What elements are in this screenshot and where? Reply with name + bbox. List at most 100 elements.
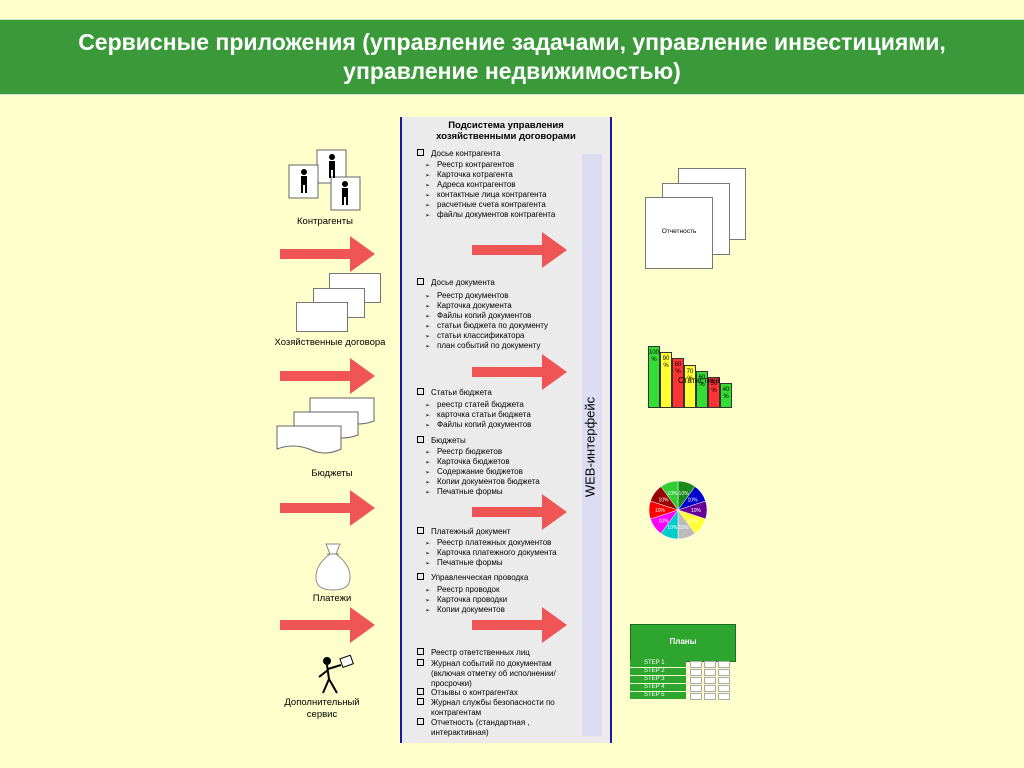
stat-bar: 60 % [696, 371, 708, 408]
plan-step-cell [704, 661, 716, 668]
bullet-arrow-icon: ➢ [425, 413, 431, 419]
section-title: Досье контрагента [431, 149, 501, 158]
list-item: ➢Адреса контрагентов [425, 180, 516, 189]
bullet-arrow-icon: ➢ [425, 588, 431, 594]
checkbox-icon [417, 149, 424, 156]
plan-step: STEP 4 [630, 684, 686, 691]
plan-step-cell [704, 693, 716, 700]
bullet-arrow-icon: ➢ [425, 304, 431, 310]
bullet-arrow-icon: ➢ [425, 294, 431, 300]
plan-step-cell [718, 677, 730, 684]
plan-step-cell [718, 685, 730, 692]
bullet-arrow-icon: ➢ [425, 403, 431, 409]
list-item: ➢Копии документов [425, 605, 505, 614]
panel-title-line1: Подсистема управления [448, 120, 564, 131]
checkbox-icon [417, 698, 424, 705]
pie-slice-label: 10% [658, 497, 669, 503]
flow-arrow-icon [472, 232, 567, 268]
pie-slice-label: 10% [679, 525, 690, 531]
checkbox-icon [417, 688, 424, 695]
plan-step-cell [704, 677, 716, 684]
list-item: ➢Файлы копий документов [425, 311, 532, 320]
checkbox-icon [417, 659, 424, 666]
report-label: Отчетность [661, 228, 697, 235]
bottom-item-journal-line3: просрочки) [431, 679, 472, 688]
budget-pages-icon [276, 397, 375, 454]
checkbox-icon [417, 718, 424, 725]
bullet-arrow-icon: ➢ [425, 598, 431, 604]
plan-step-cell [690, 693, 702, 700]
pie-slice-label: 10% [658, 519, 669, 525]
flow-arrow-icon [472, 354, 567, 390]
plan-step-cell [690, 677, 702, 684]
list-item: ➢статьи классификатора [425, 331, 525, 340]
flow-arrow-icon [280, 607, 375, 643]
pie-slice-label: 10% [667, 525, 678, 531]
list-item: ➢Карточка котрагента [425, 170, 513, 179]
subsystem-panel: Подсистема управления хозяйственными дог… [400, 117, 612, 743]
bullet-arrow-icon: ➢ [425, 193, 431, 199]
bullet-arrow-icon: ➢ [425, 213, 431, 219]
pie-slice-label: 10% [655, 508, 666, 514]
panel-title-line2: хозяйственными договорами [436, 131, 576, 142]
stat-bar: 40 % [720, 383, 732, 408]
list-item: ➢Копии документов бюджета [425, 477, 540, 486]
stat-bar: 50 % [708, 377, 720, 408]
plan-step: STEP 5 [630, 692, 686, 699]
flow-arrow-icon [472, 607, 567, 643]
list-item: ➢Карточка платежного документа [425, 548, 557, 557]
section-title: Бюджеты [431, 436, 466, 445]
bottom-item-reporting: Отчетность (стандартная , [417, 718, 530, 727]
checkbox-icon [417, 278, 424, 285]
list-item: ➢Печатные формы [425, 487, 503, 496]
list-item: ➢карточка статьи бюджета [425, 410, 531, 419]
document-sheet-icon [296, 302, 348, 332]
bullet-arrow-icon: ➢ [425, 163, 431, 169]
contractors-people-icon [288, 149, 361, 211]
list-item: ➢расчетные счета контрагента [425, 200, 546, 209]
label-payments: Платежи [312, 593, 352, 604]
plan-step: STEP 2 [630, 668, 686, 675]
report-sheet-front: Отчетность [645, 197, 713, 269]
stat-bar: 90 % [660, 352, 672, 408]
bullet-arrow-icon: ➢ [425, 470, 431, 476]
stat-bar: 100 % [648, 346, 660, 408]
list-item: ➢файлы документов контрагента [425, 210, 556, 219]
web-interface-label: WEB-интерфейс [582, 396, 598, 498]
bottom-item-journal: Журнал событий по документам [417, 659, 552, 668]
plan-step-cell [704, 685, 716, 692]
list-item: ➢Реестр бюджетов [425, 447, 503, 456]
flow-arrow-icon [280, 490, 375, 526]
plan-step: STEP 3 [630, 676, 686, 683]
list-item: ➢Карточка проводки [425, 595, 508, 604]
bullet-arrow-icon: ➢ [425, 173, 431, 179]
bullet-arrow-icon: ➢ [425, 608, 431, 614]
pie-slice-label: 10% [691, 508, 702, 514]
bullet-arrow-icon: ➢ [425, 203, 431, 209]
plan-step-cell [704, 669, 716, 676]
plans-title: Планы [669, 637, 697, 646]
checkbox-icon [417, 573, 424, 580]
flow-arrow-icon [472, 494, 567, 530]
section-budget-items: Статьи бюджета [417, 388, 492, 397]
section-title: Статьи бюджета [431, 388, 492, 397]
bottom-item-journal-line2: (включая отметку об исполнении/ [431, 669, 556, 678]
section-title: Платежный документ [431, 527, 511, 536]
stat-bar: 70 % [684, 365, 696, 408]
section-management-posting: Управленческая проводка [417, 573, 528, 582]
list-item: ➢Реестр проводок [425, 585, 500, 594]
pie-chart: 10%10%10%10%10%10%10%10%10%10% [648, 480, 708, 540]
money-bag-icon [315, 543, 351, 591]
panel-title: Подсистема управления хозяйственными дог… [402, 120, 610, 142]
list-item: ➢Реестр контрагентов [425, 160, 515, 169]
list-item: ➢Карточка документа [425, 301, 512, 310]
plan-step-cell [718, 693, 730, 700]
pie-slice-label: 10% [688, 497, 699, 503]
flow-arrow-icon [280, 236, 375, 272]
section-document-dossier: Досье документа [417, 278, 495, 287]
bottom-item-reviews: Отзывы о контрагентах [417, 688, 518, 697]
courier-service-icon [318, 655, 354, 694]
pie-slice [660, 480, 679, 511]
checkbox-icon [417, 436, 424, 443]
section-title: Досье документа [431, 278, 495, 287]
